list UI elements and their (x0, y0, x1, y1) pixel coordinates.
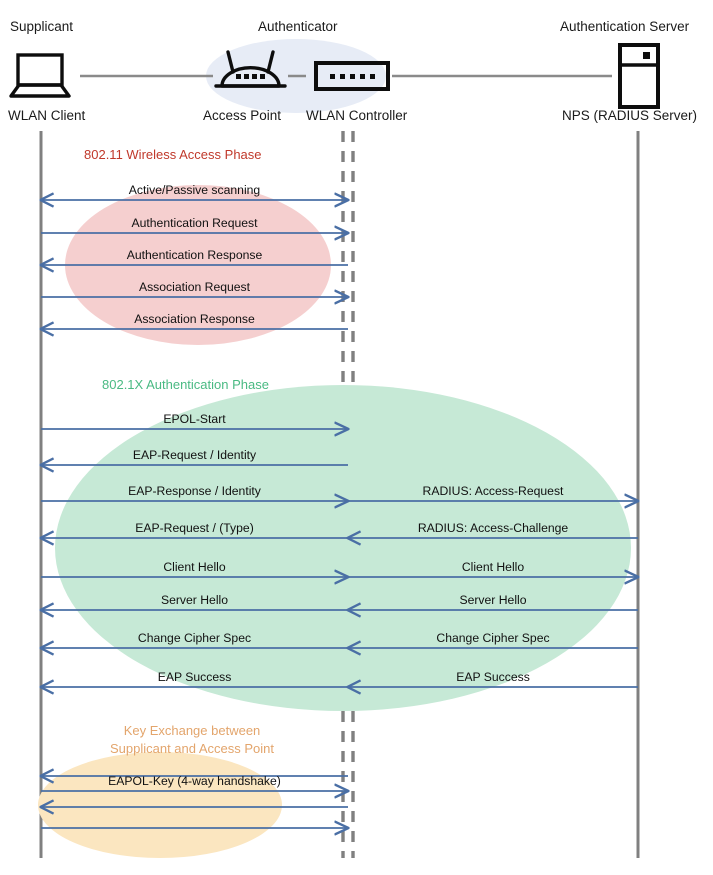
message-label: Authentication Response (126, 248, 263, 262)
message-label: Server Hello (459, 593, 527, 607)
message-label: Association Response (134, 312, 255, 326)
phase-label-key-line1: Key Exchange between (123, 723, 261, 738)
message-label: EPOL-Start (163, 412, 226, 426)
message-label: EAPOL-Key (4-way handshake) (108, 774, 281, 788)
message-label: Client Hello (461, 560, 525, 574)
role-title-authenticator: Authenticator (258, 19, 338, 34)
message-label: Change Cipher Spec (137, 631, 252, 645)
phase-label-key-line2: Supplicant and Access Point (109, 741, 275, 756)
message-label: EAP-Request / Identity (132, 448, 257, 462)
message-label: Association Request (138, 280, 251, 294)
server-icon (618, 43, 660, 109)
message-label: RADIUS: Access-Challenge (417, 521, 569, 535)
role-title-supplicant: Supplicant (10, 19, 74, 34)
message-label: Authentication Request (131, 216, 258, 230)
role-title-auth-server: Authentication Server (560, 19, 690, 34)
phase-label-key-exchange: Key Exchange between Supplicant and Acce… (92, 722, 292, 758)
phase-ellipse-key (38, 752, 282, 858)
phase-ellipse-8021x (55, 385, 631, 711)
message-label: EAP Success (456, 670, 530, 684)
access-point-icon (214, 50, 287, 88)
message-label: Active/Passive scanning (128, 183, 261, 197)
access-point-leds (236, 74, 265, 79)
message-label: Client Hello (163, 560, 226, 574)
message-label: EAP Success (157, 670, 232, 684)
laptop-icon (9, 53, 71, 98)
message-arrow-layer (41, 200, 638, 828)
node-label-access-point: Access Point (203, 108, 282, 123)
wlan-controller-icon (314, 61, 390, 91)
phase-label-8021x: 802.1X Authentication Phase (102, 377, 269, 392)
message-label: RADIUS: Access-Request (422, 484, 564, 498)
message-label: EAP-Response / Identity (128, 484, 261, 498)
node-label-nps-server: NPS (RADIUS Server) (562, 108, 698, 123)
phase-label-80211: 802.11 Wireless Access Phase (84, 147, 262, 162)
node-label-wlan-client: WLAN Client (8, 108, 86, 123)
node-label-wlan-controller: WLAN Controller (306, 108, 408, 123)
message-label: Change Cipher Spec (436, 631, 550, 645)
message-label: EAP-Request / (Type) (135, 521, 254, 535)
message-label: Server Hello (160, 593, 229, 607)
